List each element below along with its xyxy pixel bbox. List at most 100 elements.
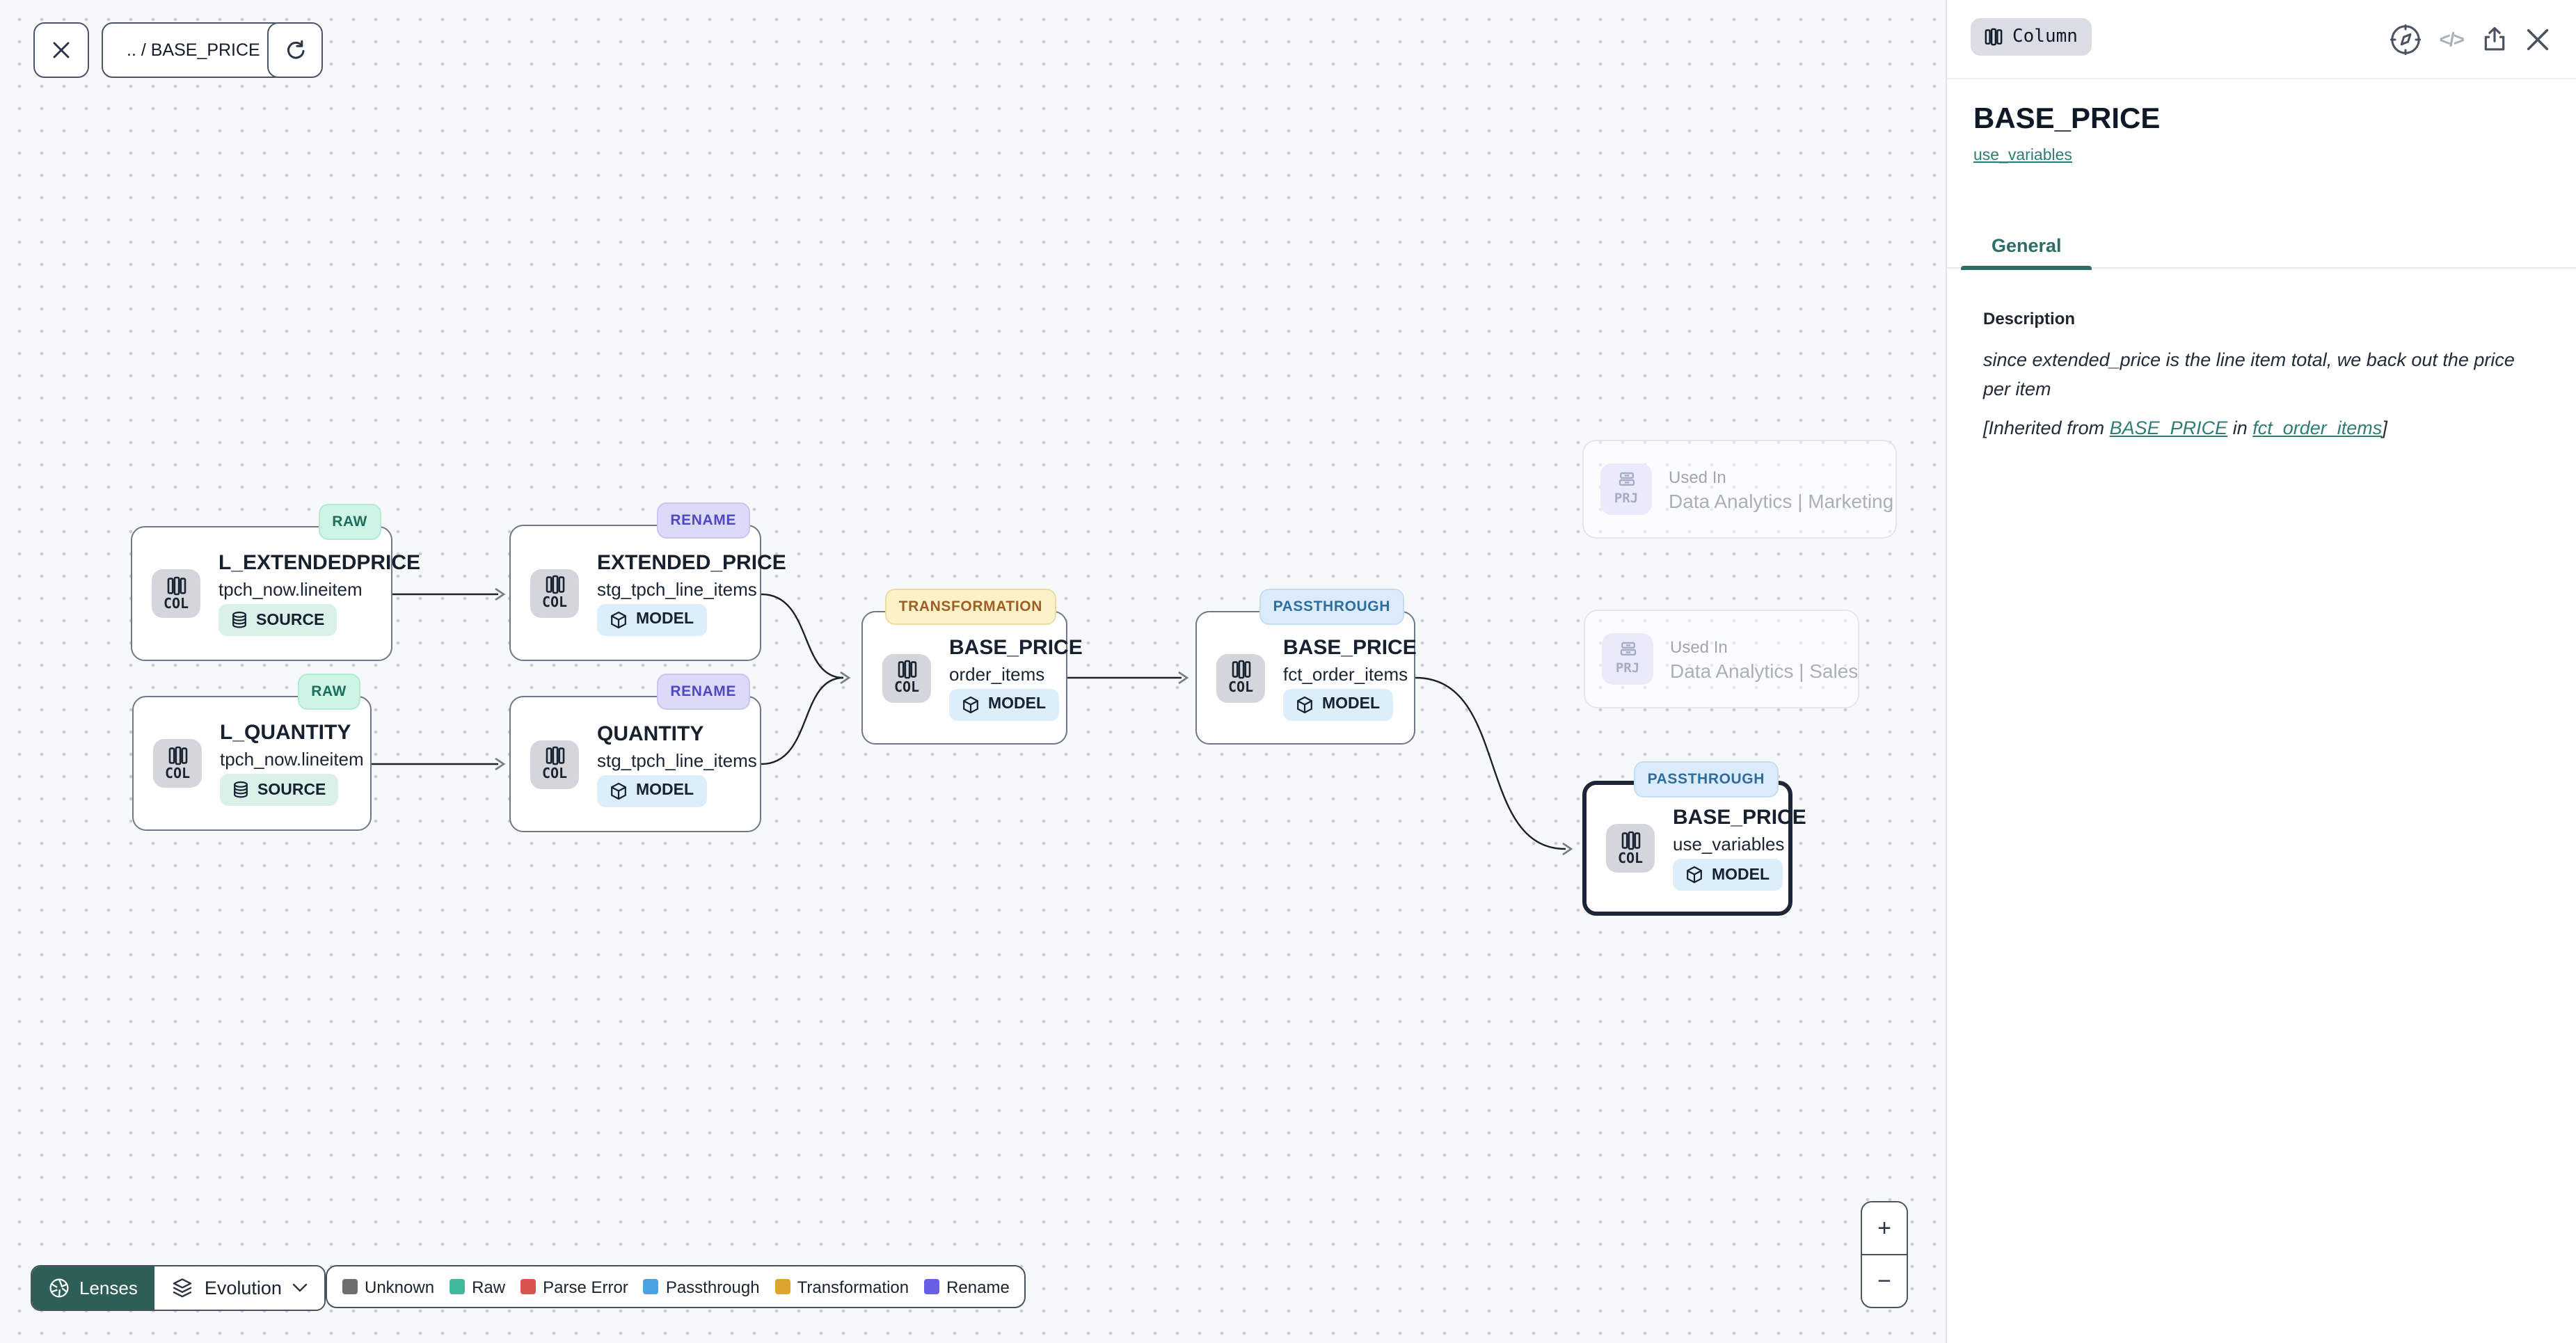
used-in-label: Used In [1670,637,1728,656]
legend-item: Passthrough [643,1277,760,1296]
used-in-card[interactable]: PRJ Used In Data Analytics | Sales [1584,610,1859,708]
project-icon [1619,642,1636,656]
node-subtitle: use_variables [1673,834,1785,855]
model-link[interactable]: use_variables [1973,148,2072,164]
lineage-node-quantity[interactable]: RENAME COL QUANTITY stg_tpch_line_items … [509,674,761,832]
tab-bar: General [1947,223,2576,270]
cube-icon [963,695,978,713]
used-in-name: Data Analytics | Marketing [1669,489,1894,511]
column-type-box: COL [530,740,579,788]
edge-type-badge: TRANSFORMATION [884,589,1056,625]
lens-mode-label: Evolution [204,1278,282,1298]
node-title: L_EXTENDEDPRICE [218,551,421,575]
columns-icon [545,575,564,594]
compass-icon [2390,23,2421,55]
lineage-node-base-price-fct-order-items[interactable]: PASSTHROUGH COL BASE_PRICE fct_order_ite… [1195,589,1417,745]
close-lineage-button[interactable] [33,22,89,78]
cube-icon [1687,866,1702,884]
lenses-button[interactable]: Lenses [32,1266,154,1310]
node-title: BASE_PRICE [1673,806,1806,829]
lineage-canvas[interactable]: .. / BASE_PRICE PRJ Used In Data Analyti… [0,0,1946,1343]
arrowhead-icon [1562,842,1573,856]
zoom-in-button[interactable]: + [1877,1214,1891,1241]
legend-swatch [643,1279,659,1294]
chevron-down-icon [293,1283,308,1292]
panel-header: Column </> [1947,0,2576,79]
cube-icon [611,781,626,800]
lineage-node-extended-price[interactable]: RENAME COL EXTENDED_PRICE stg_tpch_line_… [509,502,786,661]
node-subtitle: stg_tpch_line_items [597,578,757,599]
lineage-node-base-price-use-variables[interactable]: PASSTHROUGH COL BASE_PRICE use_variables… [1582,761,1806,916]
description-inherited: [Inherited from BASE_PRICE in fct_order_… [1983,418,2387,438]
edge [1415,676,1566,850]
columns-icon [545,746,564,765]
columns-icon [1985,28,2003,46]
entity-type-badge: Column [1971,18,2092,56]
explore-lineage-button[interactable] [2390,23,2422,55]
arrowhead-icon [1178,671,1189,685]
breadcrumb-label: .. / BASE_PRICE [127,40,260,60]
edge-type-badge: RENAME [656,674,750,710]
edge [761,593,844,679]
lens-mode-dropdown[interactable]: Evolution [154,1266,325,1310]
refresh-icon [287,40,305,59]
used-in-card[interactable]: PRJ Used In Data Analytics | Marketing [1582,440,1897,539]
legend-swatch [450,1279,466,1294]
column-type-box: COL [1216,653,1265,702]
lineage-legend: Unknown Raw Parse Error Passthrough Tran… [326,1265,1026,1308]
node-title: QUANTITY [597,722,704,745]
node-title: BASE_PRICE [949,635,1083,659]
legend-swatch [342,1279,358,1294]
arrowhead-icon [840,671,851,685]
description-text: since extended_price is the line item to… [1983,349,2515,399]
column-type-box: COL [152,569,200,618]
lineage-node-l-quantity[interactable]: RAW COL L_QUANTITY tpch_now.lineitem SOU… [132,674,372,831]
node-kind-pill: MODEL [949,688,1059,720]
database-icon [232,611,246,628]
legend-swatch [924,1279,940,1294]
node-title: EXTENDED_PRICE [597,550,786,574]
used-in-name: Data Analytics | Sales [1670,659,1859,681]
close-icon [53,42,70,58]
node-subtitle: fct_order_items [1283,663,1408,684]
column-type-box: COL [153,739,202,788]
close-panel-button[interactable] [2526,27,2550,51]
used-in-label: Used In [1669,467,1726,486]
columns-icon [897,660,916,679]
lineage-node-base-price-order-items[interactable]: TRANSFORMATION COL BASE_PRICE order_item… [861,589,1083,745]
legend-item: Unknown [342,1277,434,1296]
node-kind-pill: MODEL [1673,859,1783,891]
node-subtitle: stg_tpch_line_items [597,749,757,770]
node-subtitle: tpch_now.lineitem [220,749,364,770]
database-icon [234,781,248,798]
edge-type-badge: RAW [318,504,381,540]
inherited-model-link[interactable]: fct_order_items [2252,418,2383,438]
zoom-controls: + − [1861,1201,1908,1308]
edge [761,676,844,765]
aperture-icon [49,1278,69,1298]
inherited-column-link[interactable]: BASE_PRICE [2109,418,2228,438]
columns-icon [166,575,186,595]
legend-item: Raw [450,1277,505,1296]
edge-type-badge: RAW [297,674,360,710]
column-type-box: COL [1606,824,1655,873]
tab-general[interactable]: General [1961,223,2092,270]
project-icon [1618,472,1635,486]
cube-icon [1297,695,1312,713]
share-button[interactable] [2481,26,2508,52]
project-icon-box: PRJ [1602,633,1653,685]
node-subtitle: tpch_now.lineitem [218,579,363,600]
zoom-out-button[interactable]: − [1862,1254,1907,1307]
panel-title: BASE_PRICE [1973,103,2161,135]
breadcrumb[interactable]: .. / BASE_PRICE [102,22,285,78]
code-icon[interactable]: </> [2439,28,2465,50]
node-kind-pill: MODEL [597,603,707,635]
legend-swatch [520,1279,536,1294]
close-icon [2527,28,2549,50]
lineage-node-l-extendedprice[interactable]: RAW COL L_EXTENDEDPRICE tpch_now.lineite… [131,504,421,661]
legend-swatch [774,1279,790,1294]
node-kind-pill: MODEL [597,774,707,806]
edge-type-badge: RENAME [656,502,750,539]
columns-icon [1231,660,1250,679]
refresh-button[interactable] [267,22,323,78]
